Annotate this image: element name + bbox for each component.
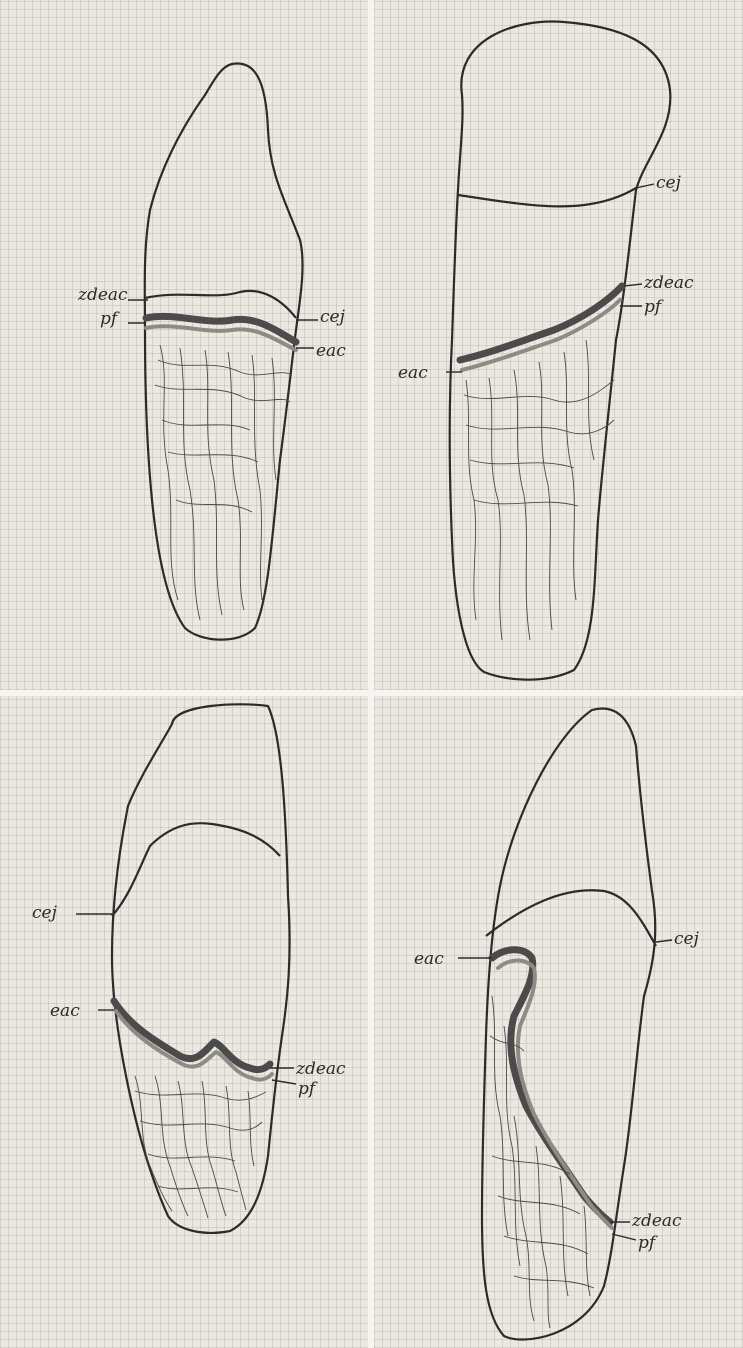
tooth-drawing-bottom-right: eac cej zdeac pf (374, 696, 743, 1348)
cemento-enamel-junction (458, 188, 636, 206)
label-zdeac: zdeac (295, 1059, 346, 1079)
zone-band (460, 286, 622, 360)
panel-bottom-left: cej eac zdeac pf (0, 696, 368, 1348)
zone-band (492, 950, 610, 1222)
tooth-outline (112, 704, 290, 1233)
cemento-enamel-junction (486, 890, 656, 946)
label-zdeac: zdeac (643, 273, 694, 293)
tooth-drawing-top-left: zdeac pf cej eac (0, 0, 368, 690)
label-cej: cej (32, 903, 58, 923)
panel-top-right: cej zdeac pf eac (374, 0, 743, 690)
cemento-enamel-junction (112, 823, 280, 916)
label-pf: pf (644, 297, 664, 317)
vertical-panel-divider (368, 0, 374, 1348)
tooth-drawing-top-right: cej zdeac pf eac (374, 0, 743, 690)
label-pf: pf (298, 1079, 318, 1099)
label-zdeac: zdeac (631, 1211, 682, 1231)
fiber-texture (490, 996, 594, 1328)
fiber-texture (464, 340, 614, 640)
label-eac: eac (316, 341, 346, 361)
panel-top-left: zdeac pf cej eac (0, 0, 368, 690)
label-cej: cej (674, 929, 700, 949)
label-pf: pf (100, 309, 120, 329)
label-eac: eac (398, 363, 428, 383)
label-eac: eac (414, 949, 444, 969)
tooth-outline (145, 64, 303, 640)
label-pf: pf (638, 1233, 658, 1253)
label-cej: cej (656, 173, 682, 193)
tooth-outline (482, 709, 655, 1340)
label-zdeac: zdeac (77, 285, 128, 305)
tooth-drawing-bottom-left: cej eac zdeac pf (0, 696, 368, 1348)
fiber-texture (155, 345, 292, 620)
label-cej: cej (320, 307, 346, 327)
panel-bottom-right: eac cej zdeac pf (374, 696, 743, 1348)
fiber-texture (135, 1076, 266, 1218)
horizontal-panel-divider (0, 690, 743, 696)
label-eac: eac (50, 1001, 80, 1021)
